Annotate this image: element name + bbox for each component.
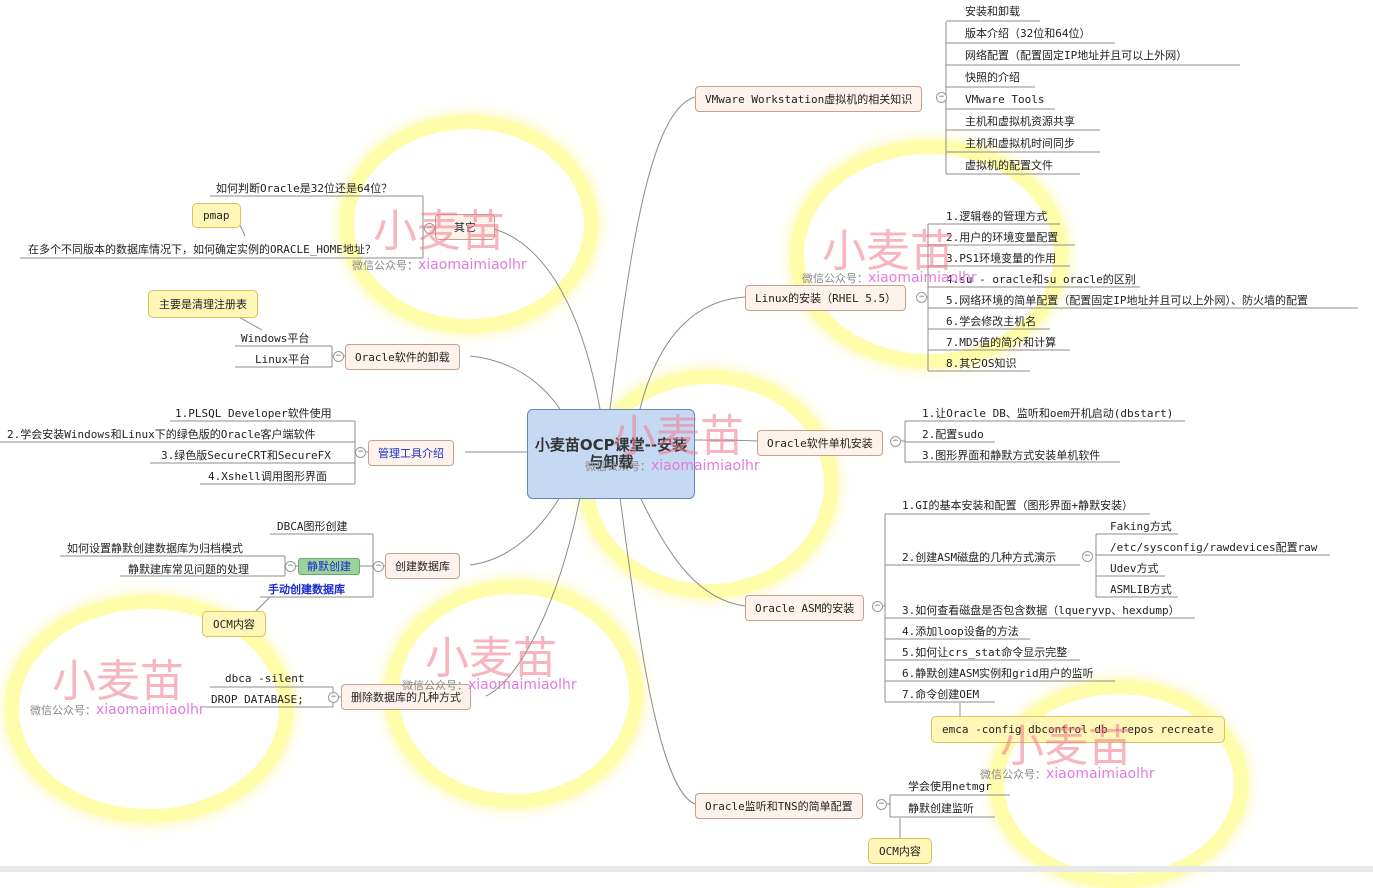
ocm-callout: OCM内容 [202,611,266,637]
vmware-item[interactable]: VMware Tools [965,93,1045,106]
linux-item[interactable]: 3.PS1环境变量的作用 [946,252,1057,265]
vmware-item[interactable]: 主机和虚拟机资源共享 [965,115,1075,128]
linux-item[interactable]: 1.逻辑卷的管理方式 [946,210,1048,223]
oem-command-callout: emca -config dbcontrol db -repos recreat… [931,716,1225,743]
asm-item[interactable]: 7.命令创建OEM [902,688,980,701]
tools-item[interactable]: 2.学会安装Windows和Linux下的绿色版的Oracle客户端软件 [7,428,316,441]
asm-item[interactable]: 6.静默创建ASM实例和grid用户的监听 [902,667,1094,680]
linux-item[interactable]: 4.su - oracle和su oracle的区别 [946,273,1136,286]
collapse-toggle-icon[interactable]: − [1082,551,1093,562]
linux-item[interactable]: 2.用户的环境变量配置 [946,231,1059,244]
collapse-toggle-icon[interactable]: − [355,447,366,458]
silent-create-label: 静默创建 [298,558,360,575]
collapse-toggle-icon[interactable]: − [936,92,947,103]
single-install-item[interactable]: 1.让Oracle DB、监听和oem开机启动(dbstart) [922,407,1174,420]
bottom-scrollbar[interactable] [0,866,1373,872]
asm-disk-method[interactable]: Udev方式 [1110,562,1159,575]
asm-item[interactable]: 5.如何让crs_stat命令显示完整 [902,646,1068,659]
createdb-silent[interactable]: 静默创建 [295,557,363,575]
collapse-toggle-icon[interactable]: − [328,692,339,703]
topic-asm-install[interactable]: Oracle ASM的安装 [745,595,865,621]
silent-item[interactable]: 如何设置静默创建数据库为归档模式 [67,542,243,555]
asm-disk-method[interactable]: /etc/sysconfig/rawdevices配置raw [1110,541,1318,554]
ocm-callout: OCM内容 [868,838,932,864]
pmap-callout: pmap [192,203,241,228]
listener-item[interactable]: 学会使用netmgr [908,780,992,793]
tools-item[interactable]: 4.Xshell调用图形界面 [208,470,327,483]
linux-item[interactable]: 5.网络环境的简单配置（配置固定IP地址并且可以上外网）、防火墙的配置 [946,294,1308,307]
asm-item[interactable]: 3.如何查看磁盘是否包含数据（lqueryvp、hexdump） [902,604,1180,617]
topic-linux-install[interactable]: Linux的安装（RHEL 5.5） [745,285,907,311]
collapse-toggle-icon[interactable]: − [285,561,296,572]
listener-item[interactable]: 静默创建监听 [908,802,974,815]
asm-disk-method[interactable]: Faking方式 [1110,520,1172,533]
topic-create-database[interactable]: 创建数据库 [385,553,460,579]
collapse-toggle-icon[interactable]: − [872,601,883,612]
single-install-item[interactable]: 3.图形界面和静默方式安装单机软件 [922,449,1101,462]
asm-disk-method[interactable]: ASMLIB方式 [1110,583,1172,596]
admin-tools-label: 管理工具介绍 [378,447,444,460]
collapse-toggle-icon[interactable]: − [890,436,901,447]
vmware-item[interactable]: 安装和卸载 [965,5,1020,18]
topic-admin-tools[interactable]: 管理工具介绍 [368,440,454,466]
linux-item[interactable]: 7.MD5值的简介和计算 [946,336,1057,349]
topic-other[interactable]: 其它 [435,214,495,240]
tools-item[interactable]: 3.绿色版SecureCRT和SecureFX [161,449,331,462]
collapse-toggle-icon[interactable]: − [333,351,344,362]
registry-callout: 主要是清理注册表 [148,290,258,318]
collapse-toggle-icon[interactable]: − [876,799,887,810]
asm-item[interactable]: 2.创建ASM磁盘的几种方式演示 [902,551,1057,564]
asm-item[interactable]: 1.GI的基本安装和配置（图形界面+静默安装） [902,499,1134,512]
collapse-toggle-icon[interactable]: − [916,292,927,303]
linux-item[interactable]: 8.其它OS知识 [946,357,1017,370]
root-topic[interactable]: 小麦苗OCP课堂--安装与卸载 [527,409,695,499]
createdb-dbca[interactable]: DBCA图形创建 [277,520,348,533]
silent-item[interactable]: 静默建库常见问题的处理 [128,563,249,576]
topic-drop-database[interactable]: 删除数据库的几种方式 [341,684,471,710]
tools-item[interactable]: 1.PLSQL Developer软件使用 [175,407,332,420]
linux-item[interactable]: 6.学会修改主机名 [946,315,1037,328]
collapse-toggle-icon[interactable]: − [424,223,435,234]
createdb-manual[interactable]: 手动创建数据库 [268,583,345,596]
topic-listener-tns[interactable]: Oracle监听和TNS的简单配置 [695,793,863,819]
topic-single-install[interactable]: Oracle软件单机安装 [757,430,883,456]
dropdb-item[interactable]: DROP DATABASE; [211,693,304,706]
dropdb-item[interactable]: dbca -silent [225,672,305,685]
other-item[interactable]: 在多个不同版本的数据库情况下，如何确定实例的ORACLE_HOME地址？ [28,243,376,256]
collapse-toggle-icon[interactable]: − [373,561,384,572]
vmware-item[interactable]: 网络配置（配置固定IP地址并且可以上外网） [965,49,1188,62]
uninstall-item[interactable]: Windows平台 [241,332,310,345]
topic-oracle-uninstall[interactable]: Oracle软件的卸载 [345,344,460,370]
vmware-item[interactable]: 版本介绍（32位和64位） [965,27,1091,40]
other-item[interactable]: 如何判断Oracle是32位还是64位？ [216,182,393,195]
vmware-item[interactable]: 主机和虚拟机时间同步 [965,137,1075,150]
topic-vmware[interactable]: VMware Workstation虚拟机的相关知识 [695,86,923,112]
uninstall-item[interactable]: Linux平台 [255,353,311,366]
vmware-item[interactable]: 快照的介绍 [965,71,1020,84]
vmware-item[interactable]: 虚拟机的配置文件 [965,159,1053,172]
asm-item[interactable]: 4.添加loop设备的方法 [902,625,1019,638]
single-install-item[interactable]: 2.配置sudo [922,428,984,441]
